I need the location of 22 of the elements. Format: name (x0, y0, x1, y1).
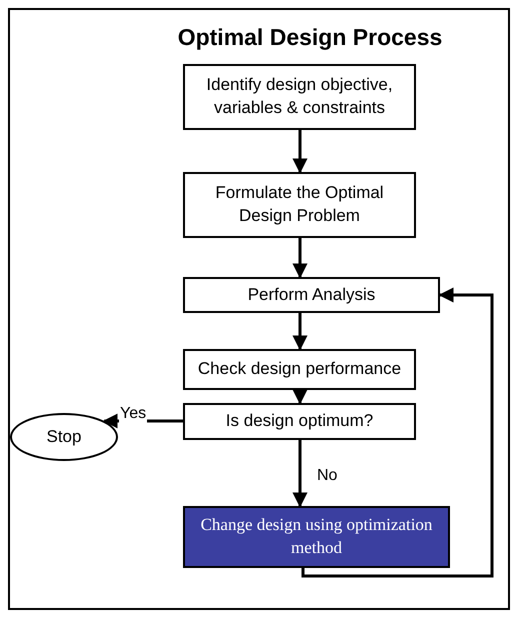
box-label: Stop (46, 426, 82, 448)
diagram-title: Optimal Design Process (176, 23, 444, 52)
arrow (292, 130, 308, 174)
process-box (183, 403, 416, 440)
arrow (302, 288, 494, 578)
edge-label: Yes (119, 404, 148, 424)
process-box (183, 506, 450, 568)
process-box (183, 64, 416, 130)
arrow (292, 313, 308, 350)
process-box (183, 349, 416, 390)
process-box (183, 172, 416, 238)
box-label: Perform Analysis (248, 284, 376, 306)
box-label: Is design optimum? (226, 410, 374, 432)
arrow (292, 390, 308, 404)
box-label: Change design using optimization method (200, 514, 434, 559)
box-label: Formulate the Optimal Design Problem (214, 182, 385, 227)
arrow (292, 238, 308, 278)
process-box (183, 277, 440, 313)
box-label: Check design performance (198, 358, 402, 380)
box-label: Identify design objective, variables & constraints (205, 74, 394, 119)
terminal-ellipse (10, 413, 118, 461)
arrow (292, 440, 308, 508)
